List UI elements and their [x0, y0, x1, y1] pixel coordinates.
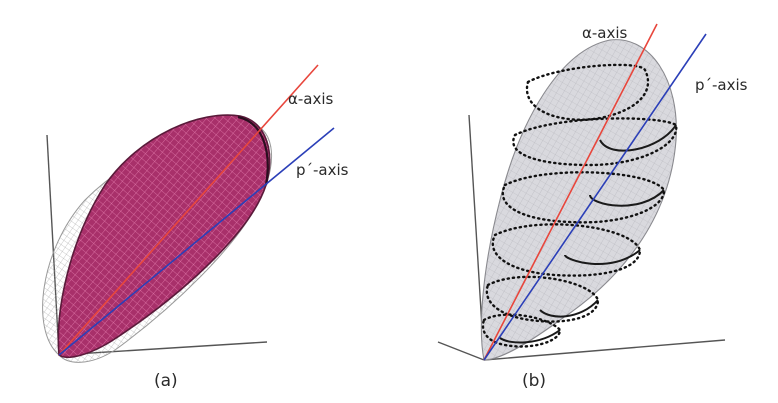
panel-b-shell [480, 39, 677, 361]
panel-b: α-axis p´-axis (b) [437, 23, 748, 391]
panel-a: α-axis p´-axis (a) [42, 64, 349, 391]
panel-a-p-axis-label: p´-axis [296, 161, 349, 179]
panel-b-label: (b) [522, 371, 546, 391]
panel-b-horizontal-frame-axis [483, 339, 726, 361]
panel-b-alpha-axis-label: α-axis [582, 24, 628, 42]
panel-b-solid-outline [499, 124, 677, 344]
panel-b-dotted-helix [481, 63, 678, 348]
panel-b-depth-frame-axis [437, 341, 485, 361]
panel-a-alpha-axis-line [58, 64, 319, 356]
panel-b-p-axis-label: p´-axis [695, 76, 748, 94]
panel-b-p-axis-line [483, 33, 707, 361]
panel-a-alpha-axis-label: α-axis [288, 90, 334, 108]
panel-b-alpha-axis-line [483, 23, 658, 361]
panel-a-surface-rim [237, 115, 269, 186]
panel-a-p-axis-line [58, 127, 335, 356]
panel-a-label: (a) [154, 371, 178, 391]
